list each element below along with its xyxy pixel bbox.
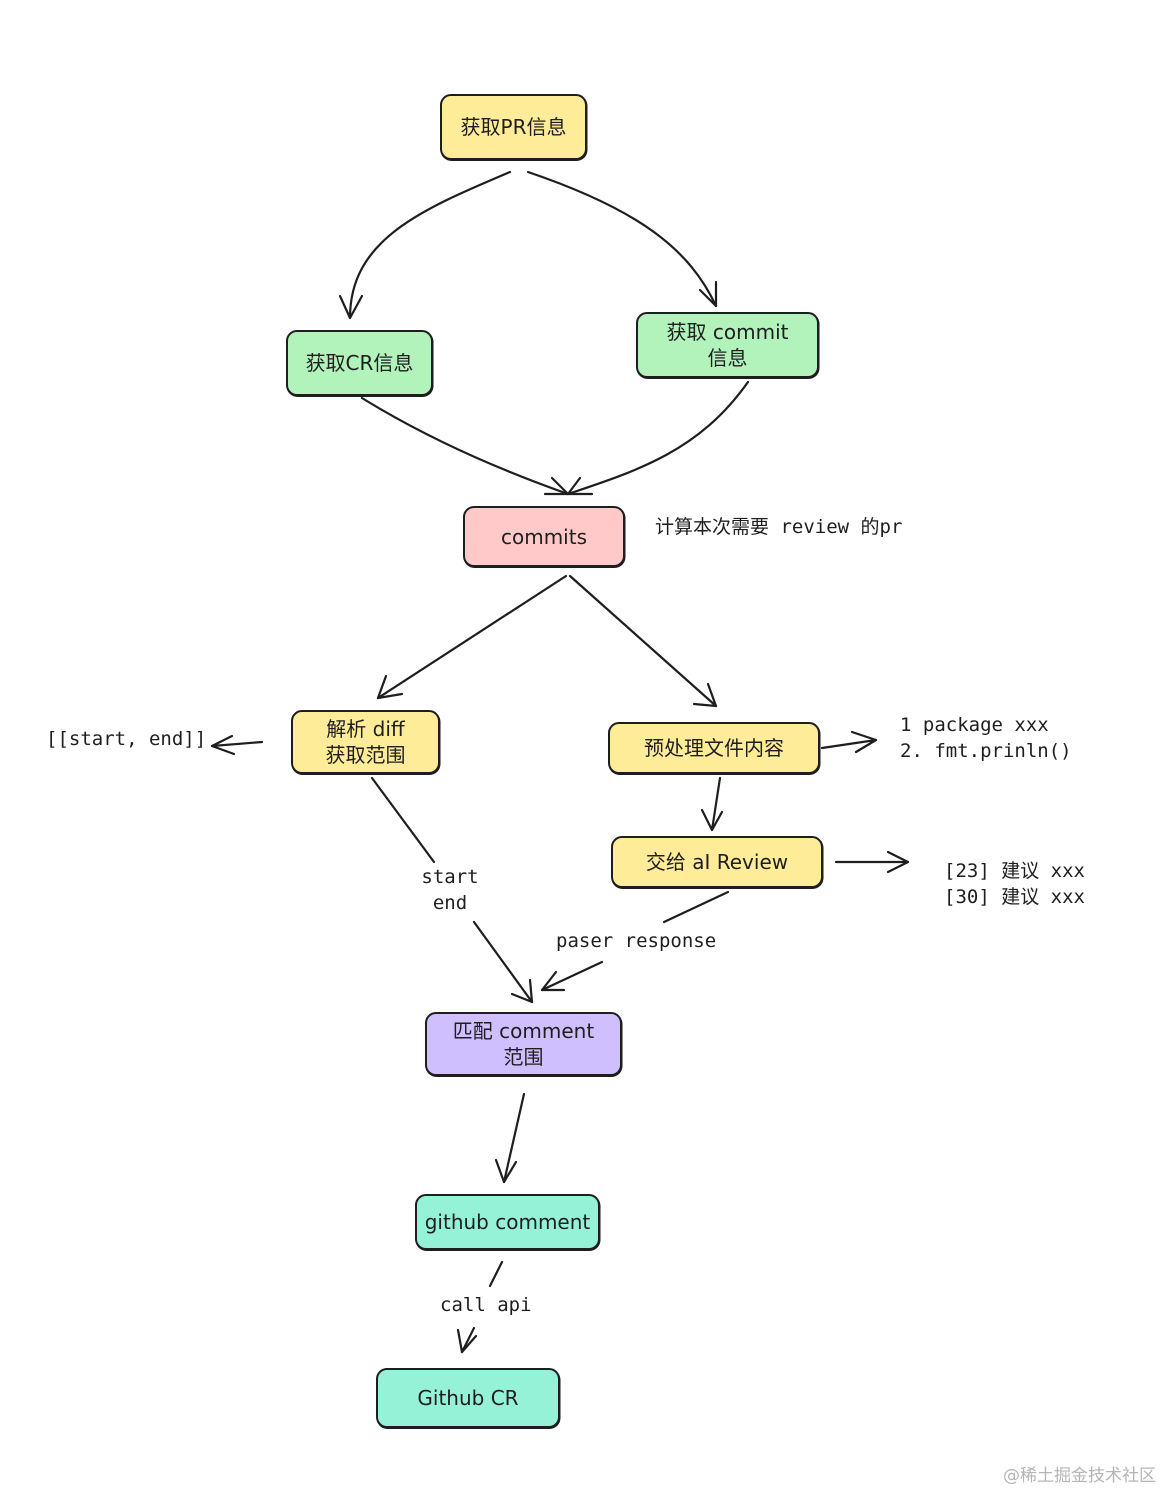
arrow-commits-to-diff xyxy=(376,574,568,700)
github-cr-node: Github CR xyxy=(376,1368,560,1428)
arrow-commit-to-commits xyxy=(566,380,750,496)
get-pr-info-label: 获取PR信息 xyxy=(460,115,567,139)
get-pr-info-node: 获取PR信息 xyxy=(440,94,587,160)
match-comment-line2: 范围 xyxy=(503,1045,544,1069)
arrowhead-commits-to-diff xyxy=(376,674,404,700)
arrow-comment-to-cr-a xyxy=(488,1260,504,1288)
arrowhead-commit-to-commits xyxy=(566,476,594,496)
arrowhead-comment-to-cr xyxy=(456,1328,478,1354)
commits-label: commits xyxy=(500,524,587,549)
paser-response-label: paser response xyxy=(556,928,717,954)
arrow-review-to-match-a xyxy=(662,890,730,924)
get-commit-info-line2: 信息 xyxy=(707,346,748,370)
watermark: @稀土掘金技术社区 xyxy=(1003,1466,1156,1486)
arrowhead-commits-to-preprocess xyxy=(692,682,718,708)
arrowhead-pr-to-commit xyxy=(698,280,718,308)
ai-review-label: 交给 aI Review xyxy=(645,850,789,874)
arrowhead-diff-to-range xyxy=(210,734,236,756)
arrowhead-diff-to-match xyxy=(510,978,534,1004)
arrowhead-match-to-comment xyxy=(494,1158,518,1184)
preprocess-node: 预处理文件内容 xyxy=(608,722,820,774)
arrowhead-preprocess-to-note xyxy=(850,730,878,754)
match-comment-line1: 匹配 comment xyxy=(452,1019,595,1043)
start-end-label: start end xyxy=(414,864,486,916)
arrow-diff-to-range xyxy=(210,740,264,748)
arrow-cr-to-commits xyxy=(360,396,570,496)
arrowhead-preprocess-to-review xyxy=(700,808,724,832)
arrow-preprocess-to-note xyxy=(820,738,878,750)
arrowhead-pr-to-cr xyxy=(338,294,364,320)
arrow-pr-to-commit xyxy=(526,170,718,308)
commits-node: commits xyxy=(463,506,625,567)
arrow-match-to-comment xyxy=(502,1092,526,1184)
arrow-preprocess-to-review xyxy=(710,776,722,832)
parse-diff-line2: 获取范围 xyxy=(325,743,406,767)
arrow-pr-to-cr xyxy=(348,170,512,320)
get-cr-info-node: 获取CR信息 xyxy=(286,330,433,396)
arrow-comment-to-cr-b xyxy=(460,1326,476,1354)
arrow-diff-to-match-a xyxy=(370,776,436,864)
ai-review-node: 交给 aI Review xyxy=(611,836,823,888)
match-comment-node: 匹配 comment 范围 xyxy=(425,1012,622,1076)
preprocess-note: 1 package xxx 2. fmt.prinln() xyxy=(900,714,1072,762)
preprocess-label: 预处理文件内容 xyxy=(644,736,784,760)
arrowhead-review-to-match xyxy=(540,970,566,992)
github-comment-label: github comment xyxy=(424,1210,591,1234)
arrow-commits-to-preprocess xyxy=(568,574,718,708)
get-commit-info-line1: 获取 commit xyxy=(666,320,789,344)
arrowhead-review-to-note xyxy=(886,850,910,874)
parse-diff-node: 解析 diff 获取范围 xyxy=(291,710,440,774)
parse-diff-line1: 解析 diff xyxy=(326,717,405,741)
review-note: [23] 建议 xxx [30] 建议 xxx xyxy=(944,860,1085,908)
get-commit-info-node: 获取 commit 信息 xyxy=(636,312,819,378)
arrow-diff-to-match-b xyxy=(472,920,534,1004)
commits-note: 计算本次需要 review 的pr xyxy=(655,516,903,538)
get-cr-info-label: 获取CR信息 xyxy=(305,351,414,375)
github-cr-label: Github CR xyxy=(417,1386,519,1410)
arrow-review-to-match-b xyxy=(540,960,604,992)
github-comment-node: github comment xyxy=(415,1194,600,1250)
range-note: [[start, end]] xyxy=(46,728,207,750)
call-api-label: call api xyxy=(440,1292,532,1318)
